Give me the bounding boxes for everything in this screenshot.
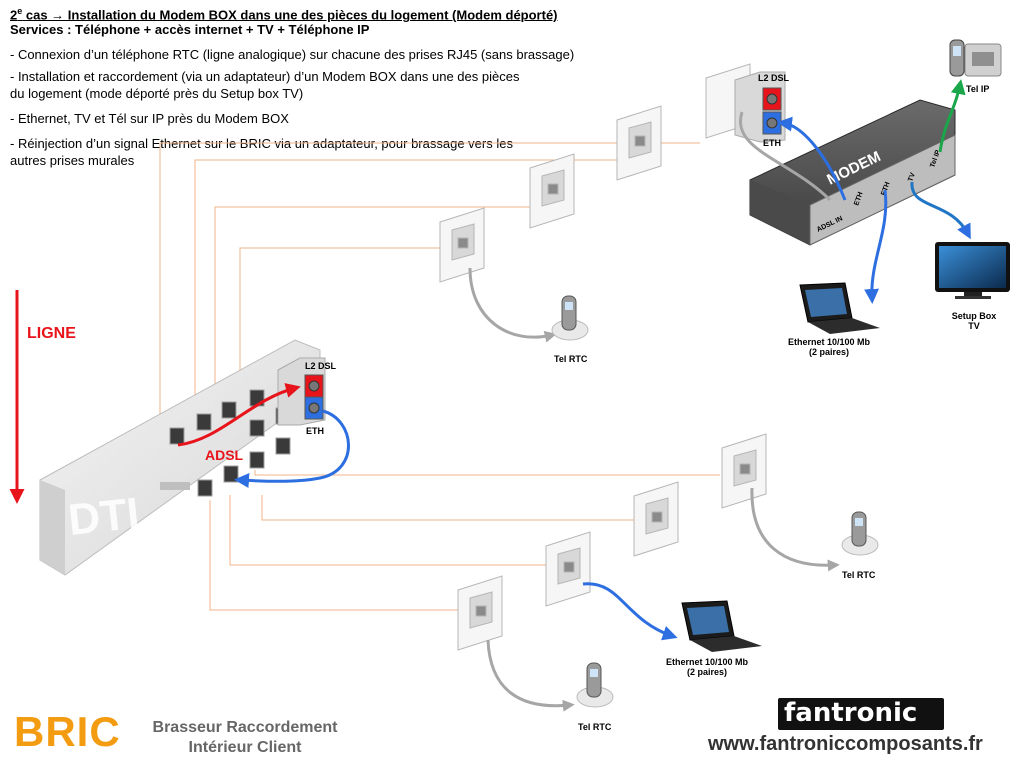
- eth-bric-label: ETH: [306, 426, 324, 436]
- wiring-lower: [209, 470, 720, 611]
- page-title: 2e cas → Installation du Modem BOX dans …: [10, 6, 558, 23]
- adsl-label: ADSL: [205, 447, 244, 463]
- svg-text:ETH: ETH: [880, 181, 891, 197]
- bullet-modem-install-cont: du logement (mode déporté près du Setup …: [10, 86, 304, 101]
- services-line: Services : Téléphone + accès internet + …: [10, 22, 370, 37]
- l2dsl-bric-label: L2 DSL: [305, 361, 337, 371]
- rtc-cable-upper: [468, 267, 557, 343]
- ethernet-bottom-label: Ethernet 10/100 Mb(2 paires): [665, 657, 749, 677]
- top-adapter: [734, 71, 786, 143]
- bric-adapter: [277, 357, 326, 426]
- eth-return-cable: [234, 409, 350, 489]
- fantronic-logo-text: fantronic: [784, 698, 918, 728]
- tel-rtc-label-3: Tel RTC: [842, 570, 876, 580]
- eth-cable-lower: [582, 582, 678, 641]
- bullet-reinjection-cont: autres prises murales: [10, 153, 135, 168]
- laptop-icon-bottom: [681, 600, 762, 652]
- fantronic-logo: fantronic: [778, 698, 944, 730]
- ligne-label: LIGNE: [27, 325, 76, 342]
- l2dsl-top-label: L2 DSL: [758, 73, 790, 83]
- adsl-cable: [177, 383, 301, 447]
- laptop-icon-top: [799, 282, 880, 334]
- bullet-ethernet-tv: - Ethernet, TV et Tél sur IP près du Mod…: [10, 111, 289, 126]
- svg-text:ETH: ETH: [853, 191, 864, 207]
- eth-to-laptop-cable: [864, 189, 888, 304]
- tel-rtc-icon-1: [551, 295, 589, 341]
- svg-text:DTI: DTI: [66, 489, 142, 545]
- tel-rtc-icon-3: [841, 511, 879, 556]
- wall-sockets-lower: [457, 433, 767, 651]
- tel-rtc-label-1: Tel RTC: [554, 354, 588, 364]
- rtc-cable-lower-left: [486, 639, 575, 712]
- tv-cable: [910, 181, 971, 240]
- adsl-modem-cable: [738, 111, 832, 202]
- eth-to-adapter-cable: [777, 116, 847, 201]
- tel-ip-label: Tel IP: [966, 84, 990, 94]
- rtc-cable-lower-right: [750, 487, 840, 572]
- modem-box: MODEM ADSL IN ETH ETH TV Tel IP: [749, 99, 956, 246]
- tv-icon: [935, 242, 1010, 299]
- bric-logo-text: BRIC: [14, 708, 121, 755]
- bullet-modem-install: - Installation et raccordement (via un a…: [10, 69, 520, 84]
- wiring-upper: [159, 142, 700, 440]
- bullet-rtc: - Connexion d’un téléphone RTC (ligne an…: [10, 47, 575, 62]
- svg-text:TV: TV: [907, 172, 917, 183]
- tel-rtc-label-2: Tel RTC: [578, 722, 612, 732]
- wall-sockets-upper: [439, 63, 751, 283]
- tel-ip-icon: [949, 39, 1002, 77]
- tel-rtc-icon-2: [576, 662, 614, 708]
- ethernet-top-label: Ethernet 10/100 Mb(2 paires): [787, 337, 871, 357]
- website-url: www.fantroniccomposants.fr: [708, 733, 983, 755]
- telip-cable: [938, 79, 966, 153]
- eth-top-label: ETH: [763, 138, 781, 148]
